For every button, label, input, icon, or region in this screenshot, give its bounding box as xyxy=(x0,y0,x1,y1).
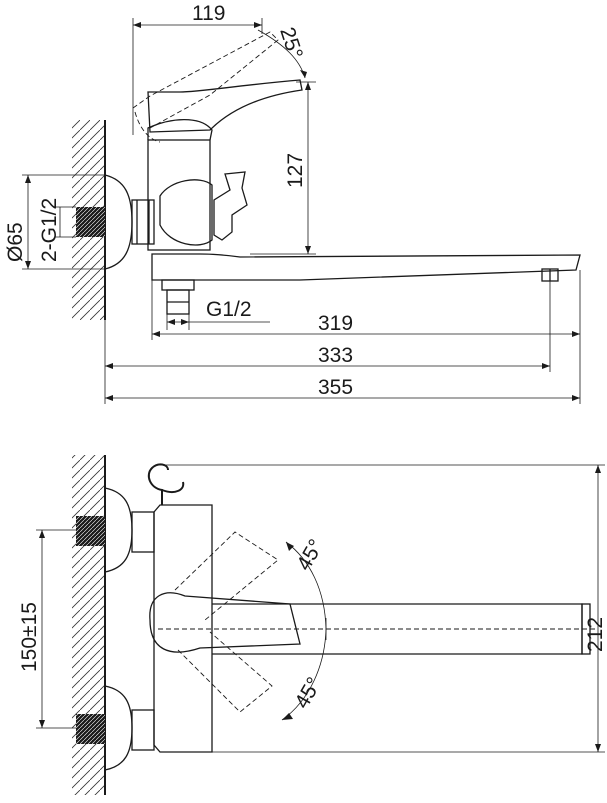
dim-lever-angle: 25° xyxy=(275,24,307,61)
diverter-knob-top xyxy=(159,179,213,246)
lever-handle-rotated-top xyxy=(132,31,279,129)
lever-handle-rotated-down xyxy=(177,631,273,713)
dim-height-127: 127 xyxy=(284,153,307,188)
mixer-body-top xyxy=(147,139,211,251)
lever-handle-top xyxy=(147,79,303,133)
wall-flange-upper xyxy=(104,487,133,573)
dim-inlet-centers: 150±15 xyxy=(18,602,41,672)
dim-flange-diameter: Ø65 xyxy=(4,222,27,262)
spout-top xyxy=(151,253,581,281)
inlet-thread-lower xyxy=(76,714,105,744)
front-view: 45° 45° 150±15 212 xyxy=(18,455,607,795)
dim-height-212: 212 xyxy=(584,617,607,652)
dim-inlets-thread: 2-G1/2 xyxy=(38,198,61,262)
top-view: 119 25° 127 Ø65 2-G1/2 G1/2 xyxy=(4,2,581,404)
inlet-thread-top xyxy=(76,207,105,237)
wall-flange-lower xyxy=(104,685,133,771)
shower-outlet-top xyxy=(161,279,195,291)
lever-handle-front xyxy=(149,592,301,653)
inlet-thread-upper xyxy=(76,516,105,546)
dim-angle-down: 45° xyxy=(290,673,326,712)
dim-spout-319: 319 xyxy=(318,312,353,335)
dim-outlet-thread: G1/2 xyxy=(206,298,252,321)
dim-angle-up: 45° xyxy=(292,535,328,574)
dim-overall-355: 355 xyxy=(318,376,353,399)
dim-lever-reach: 119 xyxy=(192,2,225,25)
lever-handle-rotated-up xyxy=(174,531,279,621)
dim-spout-333: 333 xyxy=(318,344,353,367)
wall-flange-top xyxy=(104,174,133,270)
shower-holder-hook xyxy=(147,463,185,505)
mixer-body-front xyxy=(153,504,213,753)
connector-nut-top xyxy=(131,199,155,245)
